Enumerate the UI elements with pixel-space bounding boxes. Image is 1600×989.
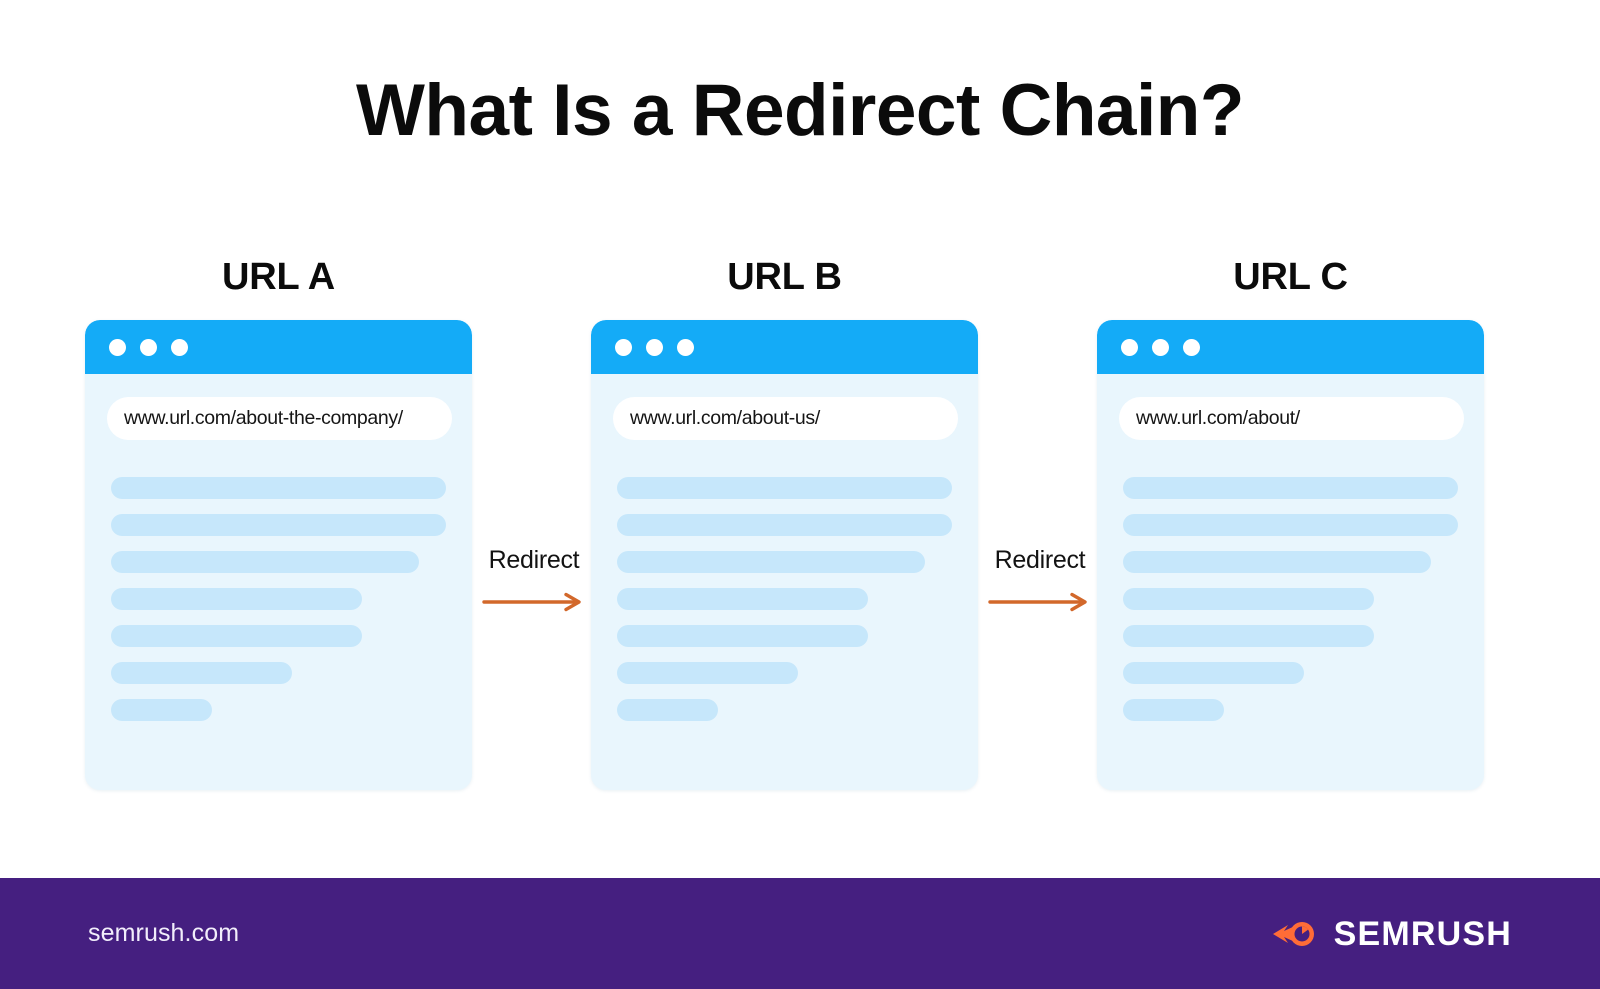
placeholder-bar: [1123, 551, 1432, 573]
address-bar-c[interactable]: www.url.com/about/: [1119, 397, 1464, 440]
browser-titlebar-c: [1097, 320, 1484, 374]
placeholder-bar: [1123, 477, 1458, 499]
address-bar-a[interactable]: www.url.com/about-the-company/: [107, 397, 452, 440]
page-content-placeholder-b: [617, 477, 952, 736]
browser-titlebar-b: [591, 320, 978, 374]
placeholder-bar: [1123, 662, 1304, 684]
placeholder-bar: [1123, 514, 1458, 536]
url-card-b-label: URL B: [727, 256, 842, 298]
arrow-right-icon: [482, 592, 581, 612]
url-chain-row: URL A www.url.com/about-the-company/: [0, 258, 1600, 818]
placeholder-bar: [111, 588, 363, 610]
window-dot-icon: [1121, 338, 1138, 356]
redirect-label-1: Redirect: [488, 546, 580, 574]
window-dot-icon: [171, 338, 188, 356]
placeholder-bar: [1123, 588, 1375, 610]
placeholder-bar: [617, 551, 926, 573]
window-dot-icon: [677, 338, 694, 356]
page-content-placeholder-c: [1123, 477, 1458, 736]
url-card-a: URL A www.url.com/about-the-company/: [85, 258, 472, 798]
footer-site-label: semrush.com: [88, 919, 240, 947]
address-bar-b[interactable]: www.url.com/about-us/: [613, 397, 958, 440]
window-dot-icon: [109, 338, 126, 356]
address-bar-c-url: www.url.com/about/: [1136, 406, 1300, 429]
semrush-wordmark: SEMRUSH: [1333, 914, 1512, 953]
address-bar-b-url: www.url.com/about-us/: [630, 406, 820, 429]
semrush-comet-icon: [1272, 921, 1314, 946]
placeholder-bar: [111, 662, 292, 684]
placeholder-bar: [617, 477, 952, 499]
browser-titlebar-a: [85, 320, 472, 374]
url-card-b: URL B www.url.com/about-us/: [591, 258, 978, 798]
placeholder-bar: [617, 699, 718, 721]
placeholder-bar: [617, 514, 952, 536]
url-card-c-label: URL C: [1233, 256, 1348, 298]
address-bar-a-url: www.url.com/about-the-company/: [124, 406, 403, 429]
placeholder-bar: [1123, 699, 1224, 721]
placeholder-bar: [1123, 625, 1375, 647]
redirect-label-2: Redirect: [994, 546, 1086, 574]
page-title: What Is a Redirect Chain?: [356, 70, 1245, 151]
redirect-connector-2: Redirect: [980, 548, 1100, 628]
window-dot-icon: [615, 338, 632, 356]
semrush-brand-lockup: SEMRUSH: [1271, 915, 1512, 953]
url-card-a-label: URL A: [221, 256, 335, 298]
placeholder-bar: [111, 477, 446, 499]
window-dot-icon: [1183, 338, 1200, 356]
page-content-placeholder-a: [111, 477, 446, 736]
window-dot-icon: [646, 338, 663, 356]
placeholder-bar: [111, 514, 446, 536]
placeholder-bar: [617, 625, 869, 647]
window-dot-icon: [140, 338, 157, 356]
placeholder-bar: [111, 625, 363, 647]
redirect-connector-1: Redirect: [474, 548, 594, 628]
placeholder-bar: [111, 699, 212, 721]
placeholder-bar: [617, 588, 869, 610]
browser-window-c: www.url.com/about/: [1097, 320, 1484, 790]
arrow-right-icon: [988, 592, 1087, 612]
url-card-c: URL C www.url.com/about/: [1097, 258, 1484, 798]
browser-window-b: www.url.com/about-us/: [591, 320, 978, 790]
footer-bar: semrush.com SEMRUSH: [0, 878, 1600, 989]
placeholder-bar: [617, 662, 798, 684]
window-dot-icon: [1152, 338, 1169, 356]
browser-window-a: www.url.com/about-the-company/: [85, 320, 472, 790]
placeholder-bar: [111, 551, 420, 573]
